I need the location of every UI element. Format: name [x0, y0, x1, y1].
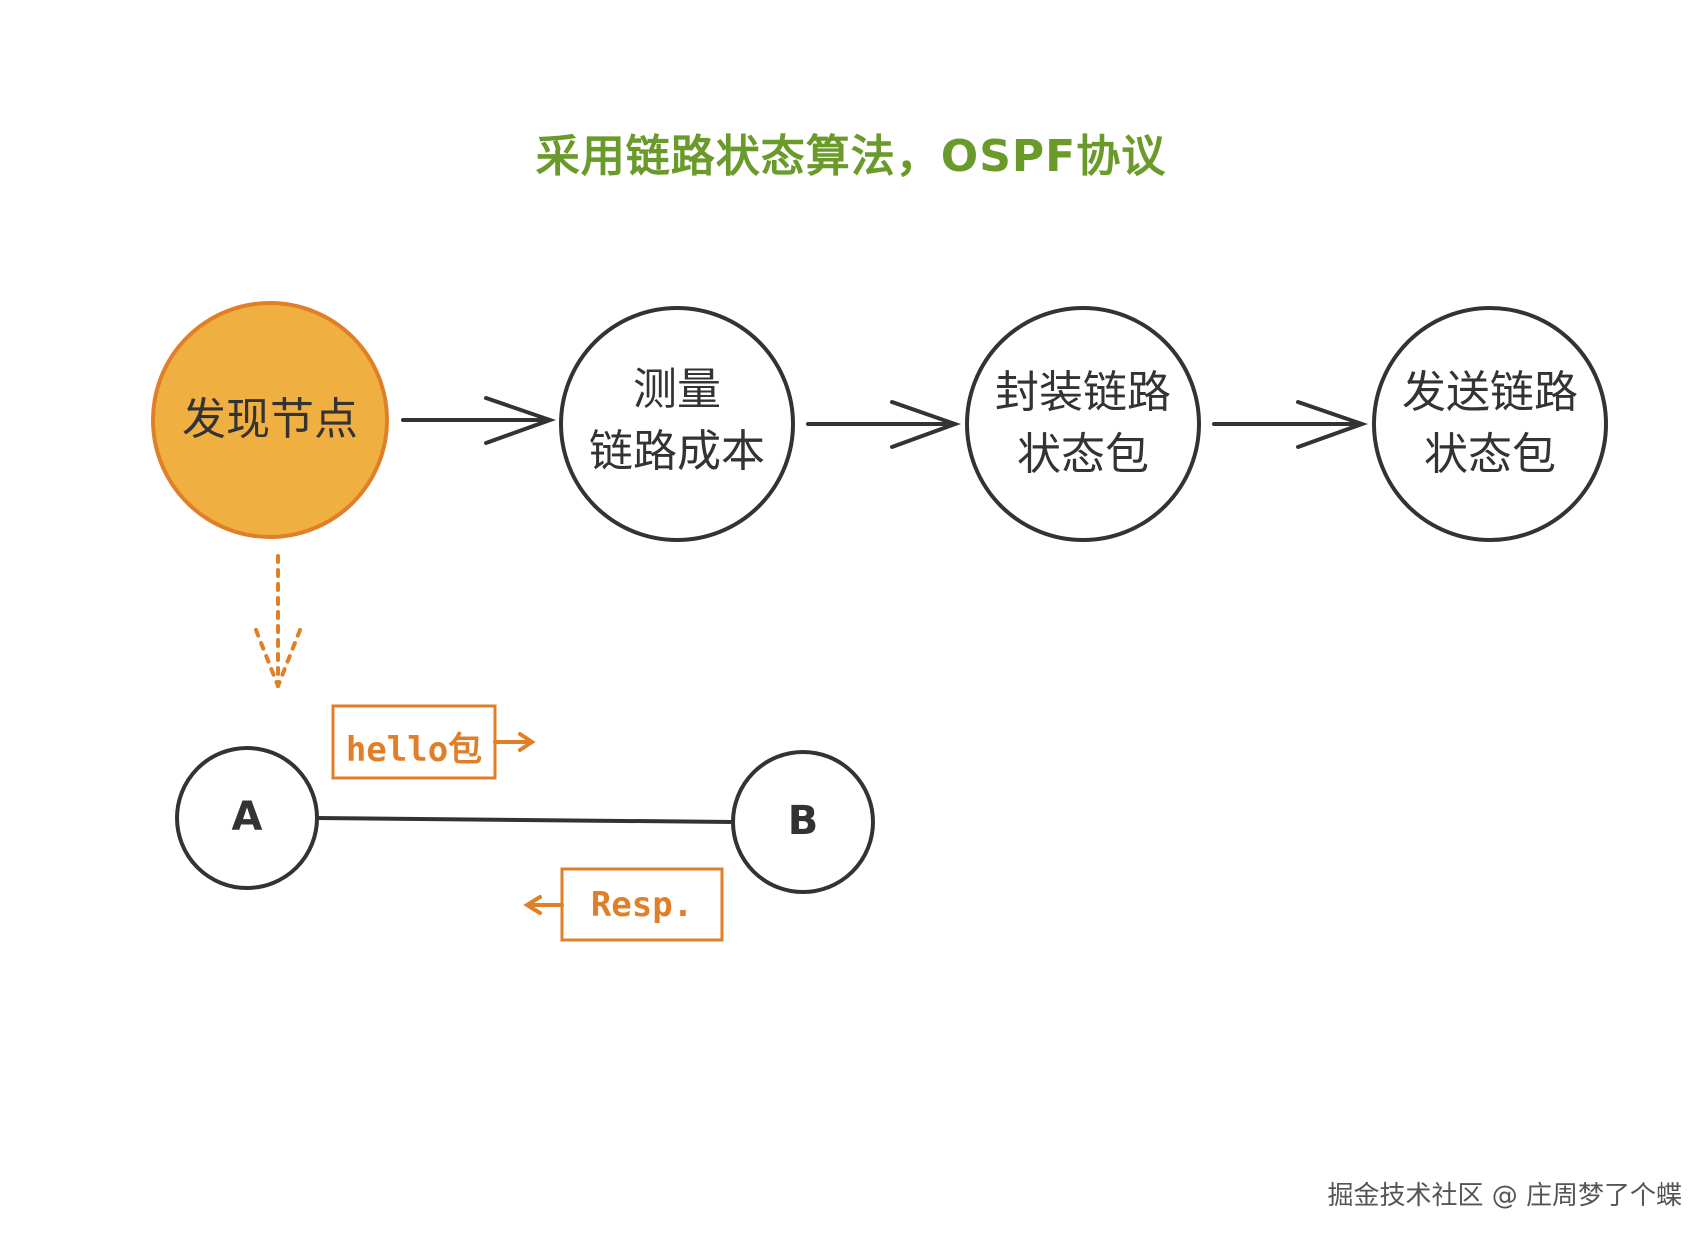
step-label-build-line1: 封装链路 [995, 367, 1171, 418]
step-label-build-line2: 状态包 [1017, 429, 1149, 480]
node-a-label: A [231, 794, 263, 840]
watermark: 掘金技术社区 @ 庄周梦了个蝶 [1327, 1181, 1682, 1211]
step-label-send-line2: 状态包 [1424, 429, 1556, 480]
step-label-discover-line1: 发现节点 [182, 394, 358, 445]
dotted-down-arrow [254, 554, 302, 688]
link-line [316, 816, 734, 824]
step-circle-send [1372, 306, 1608, 542]
hello-arrow [493, 732, 536, 752]
step-circle-discover [151, 301, 389, 539]
step-label-discover: 发现节点 [155, 389, 385, 451]
flow-arrow-3 [1212, 400, 1369, 449]
step-label-send: 发送链路 状态包 [1375, 362, 1605, 486]
diagram-title: 采用链路状态算法，OSPF协议 [535, 131, 1167, 182]
step-label-send-line1: 发送链路 [1402, 367, 1578, 418]
response-packet-label: Resp. [590, 885, 694, 925]
step-label-measure-line2: 链路成本 [589, 426, 765, 477]
step-label-measure-line1: 测量 [633, 364, 721, 415]
response-arrow [523, 895, 564, 915]
hello-packet-label: hello包 [345, 730, 483, 770]
step-label-build: 封装链路 状态包 [968, 362, 1198, 486]
step-circle-build [965, 306, 1201, 542]
step-circle-measure [559, 306, 795, 542]
flow-arrow-2 [806, 400, 961, 449]
flow-arrow-1 [401, 396, 557, 445]
response-packet-box [560, 867, 724, 942]
node-b-label: B [787, 798, 819, 844]
step-label-measure: 测量 链路成本 [562, 359, 792, 483]
